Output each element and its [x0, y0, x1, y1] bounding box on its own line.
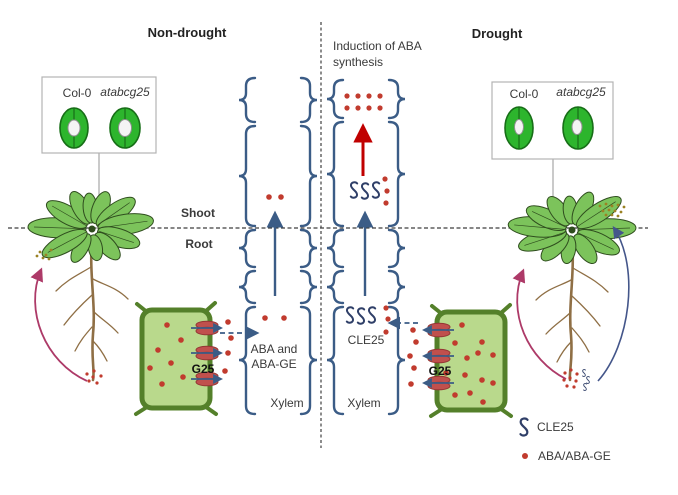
- cle25-squiggles-mid: [349, 181, 381, 200]
- left-cell-aba-dots: [147, 322, 186, 387]
- legend-cle25-squiggle-icon: [519, 417, 529, 437]
- left-box-atabcg25-label: atabcg25: [100, 85, 150, 99]
- left-box-col0-label: Col-0: [62, 86, 92, 100]
- induction-of-aba-synthesis-label: Induction of ABA synthesis: [333, 39, 422, 69]
- right-xylem-lower-aba-dots: [383, 305, 391, 335]
- g25-right-label: G25: [428, 364, 452, 378]
- left-leaf-aba-spots: [35, 248, 53, 261]
- stomata-box-left: [41, 76, 157, 198]
- right-plant-rosette: [507, 191, 637, 265]
- stoma-col0-right-icon: [504, 106, 534, 150]
- xylem-vessel-left: [238, 76, 318, 416]
- non-drought-title: Non-drought: [147, 25, 227, 40]
- right-root-to-shoot-cle25-arrow: [597, 225, 630, 382]
- g25-left-label: G25: [191, 362, 215, 376]
- stoma-atabcg25-right-icon: [562, 106, 594, 150]
- left-plant-rosette: [27, 190, 154, 263]
- drought-title: Drought: [471, 26, 523, 41]
- xylem-vessel-right: [326, 78, 406, 416]
- xylem-right-label: Xylem: [347, 396, 381, 410]
- cle25-xylem-label: CLE25: [347, 333, 385, 347]
- legend-cle25-label: CLE25: [537, 420, 574, 434]
- right-root-tip-cle25-squiggles: [582, 369, 590, 391]
- right-box-col0-label: Col-0: [509, 87, 539, 101]
- right-box-atabcg25-label: atabcg25: [556, 85, 606, 99]
- stomata-box-right: [491, 81, 614, 202]
- xylem-left-label: Xylem: [270, 396, 304, 410]
- right-leaf-aba-spots: [598, 202, 626, 218]
- root-label: Root: [185, 237, 213, 251]
- left-root-cell: [134, 301, 223, 416]
- legend-aba-dot-icon: [522, 453, 528, 459]
- left-root-to-shoot-arrow: [30, 267, 88, 382]
- left-plant-root: [55, 237, 129, 382]
- left-cell-export-aba-dots: [222, 319, 234, 374]
- left-root-tip-aba-dots: [85, 369, 103, 385]
- aba-and-aba-ge-label: ABA and ABA-GE: [250, 342, 298, 371]
- cle25-squiggles-lower: [345, 306, 377, 325]
- shoot-label: Shoot: [181, 206, 215, 220]
- left-plant: [27, 190, 154, 385]
- right-cell-aba-dots: [443, 322, 496, 405]
- right-xylem-mid-aba-dots: [382, 176, 390, 206]
- shoot-aba-accumulation-dots: [344, 93, 383, 111]
- right-root-to-shoot-aba-arrow: [512, 268, 567, 380]
- right-cell-export-aba-dots: [407, 327, 419, 387]
- left-xylem-aba-dots: [262, 194, 287, 321]
- right-root-cell: [422, 303, 513, 418]
- stoma-atabcg25-left-icon: [109, 107, 141, 149]
- stoma-col0-left-icon: [59, 107, 89, 149]
- right-plant: [507, 191, 637, 391]
- g25-transporter-right-icon: [427, 322, 451, 391]
- legend-aba-label: ABA/ABA-GE: [538, 449, 611, 463]
